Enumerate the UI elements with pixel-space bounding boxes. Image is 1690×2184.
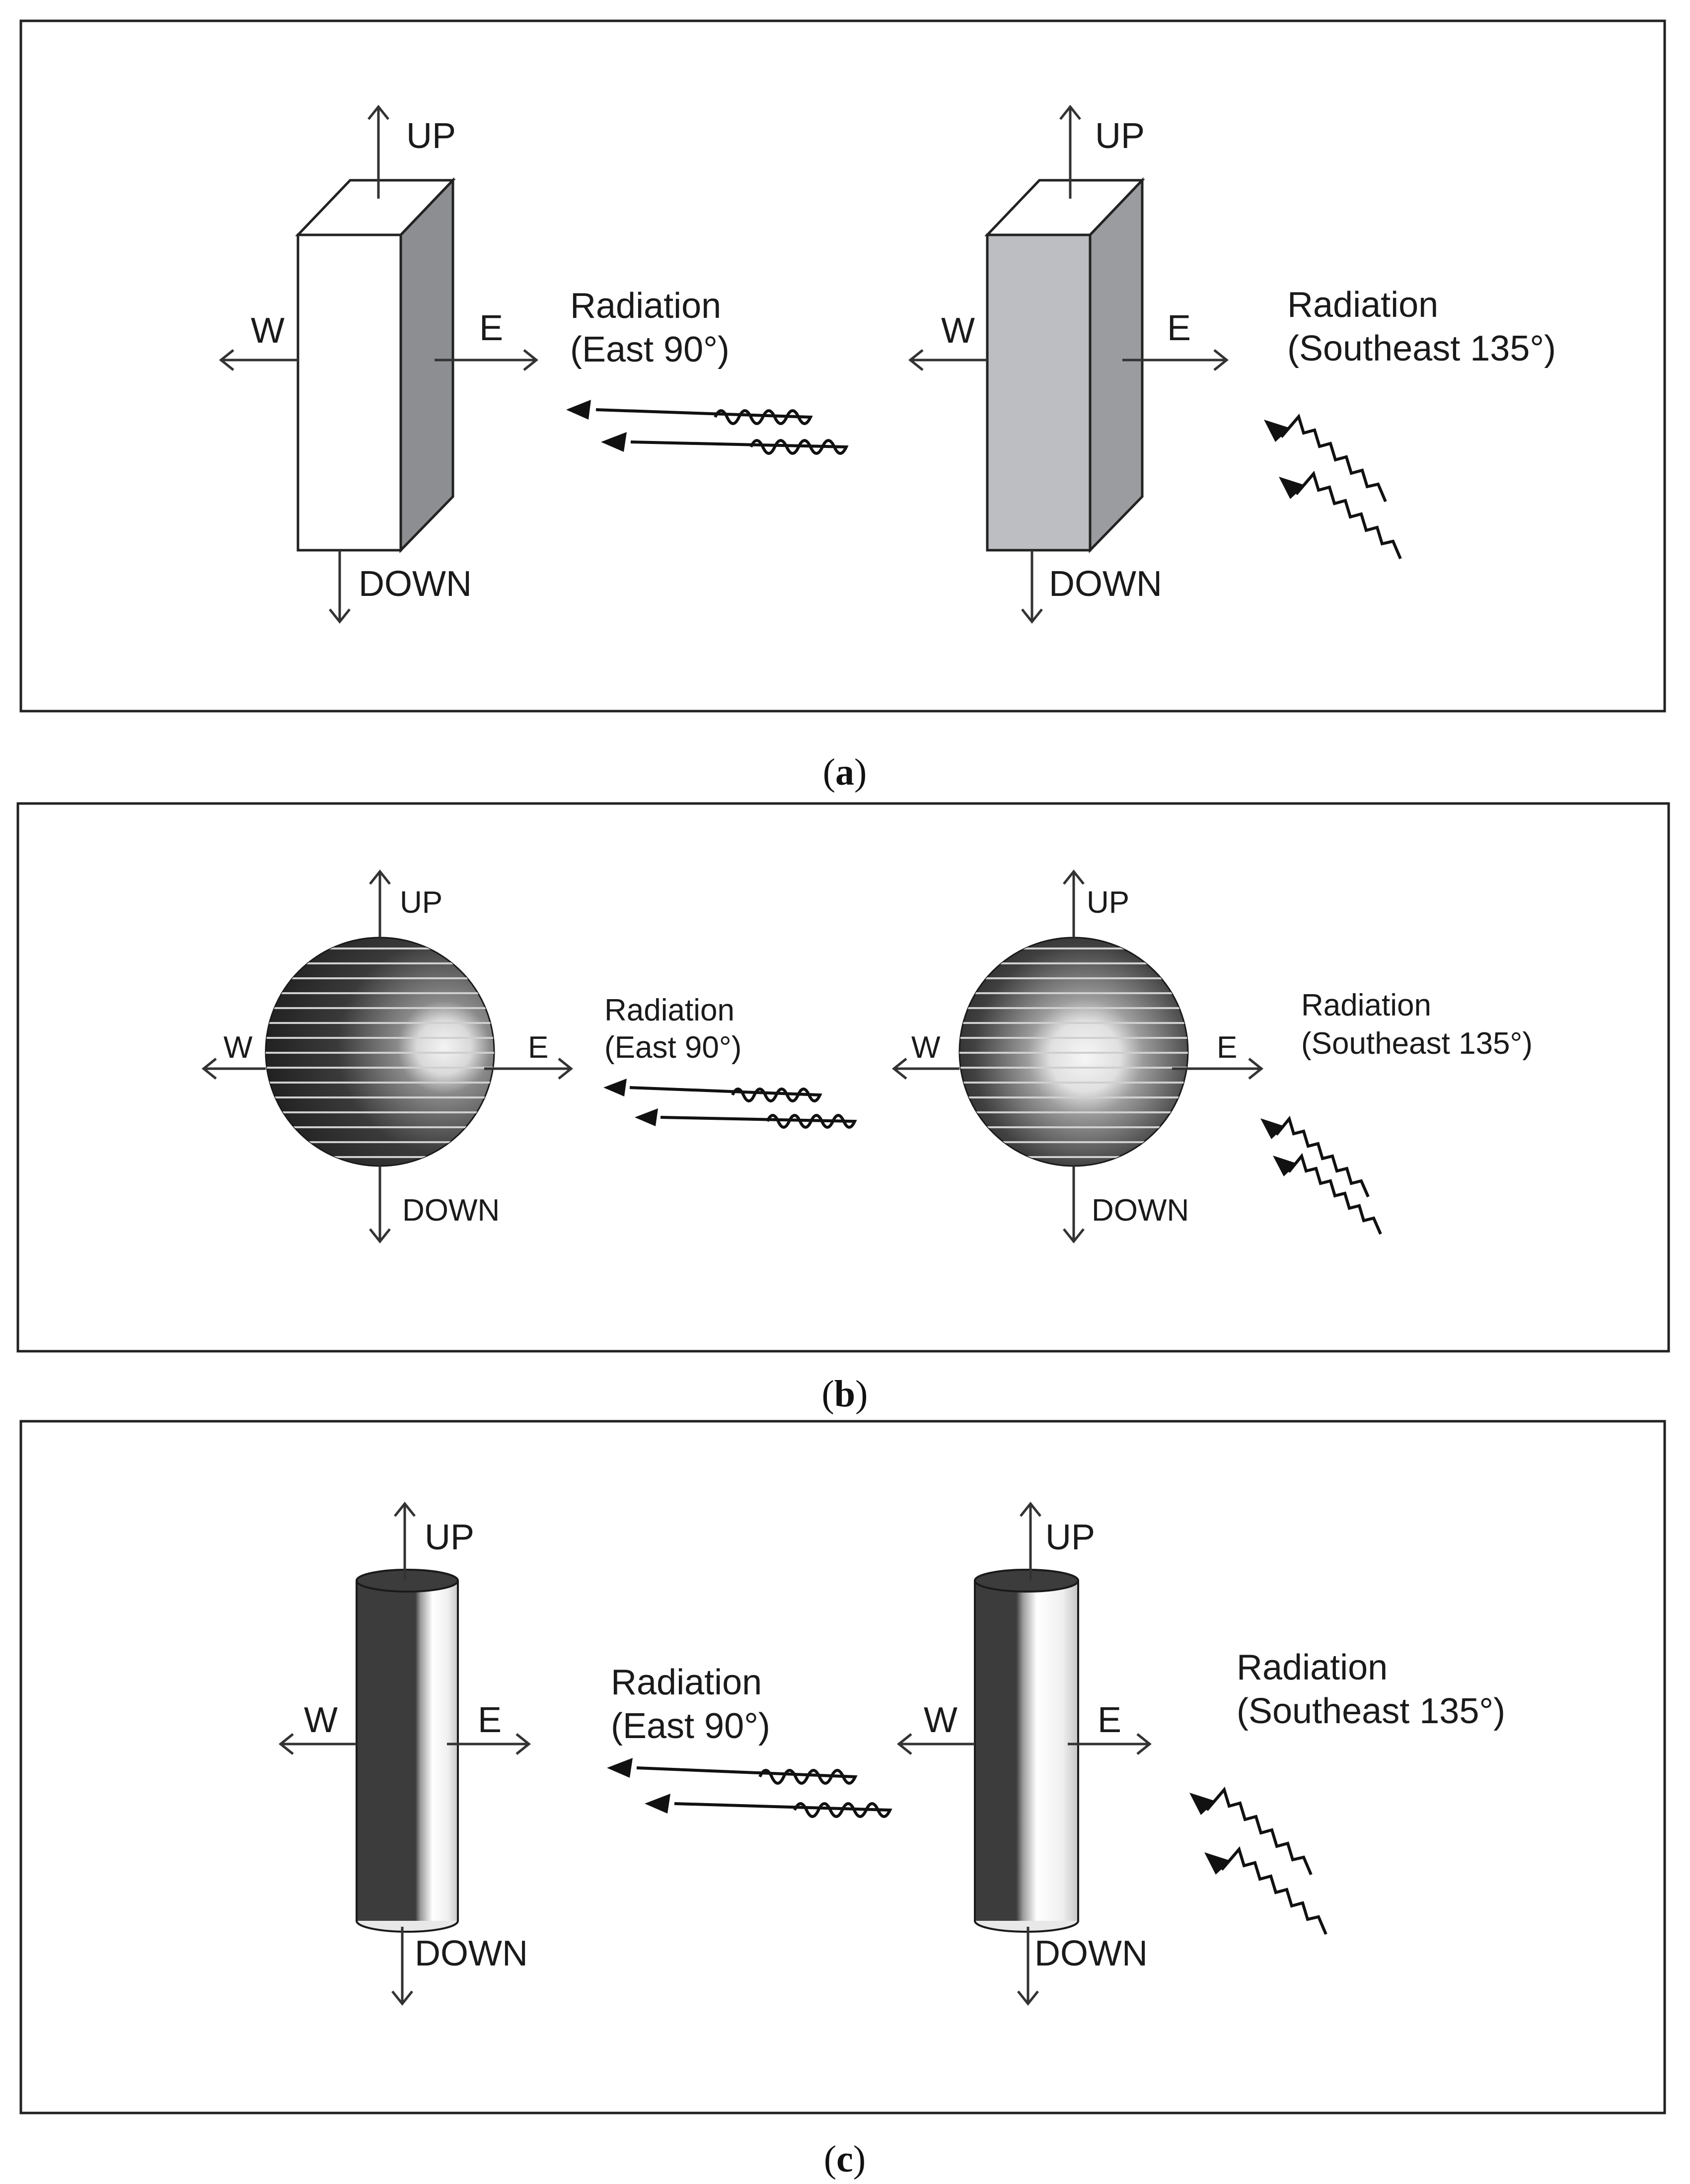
box-east-axes bbox=[219, 104, 539, 624]
label-up: UP bbox=[1045, 1518, 1095, 1557]
label-up: UP bbox=[400, 885, 442, 920]
wavy-radiation-arrow-icon bbox=[1189, 1786, 1327, 1935]
cylinder-southeast-object bbox=[974, 1569, 1079, 1933]
cylinder-southeast-axes bbox=[896, 1501, 1152, 2006]
caption-paren: ) bbox=[855, 1373, 868, 1415]
cylinder-top-face bbox=[356, 1569, 459, 1593]
label-west: W bbox=[924, 1700, 957, 1740]
label-down: DOWN bbox=[415, 1934, 528, 1973]
label-west: W bbox=[941, 311, 975, 351]
cylinder-top-face bbox=[974, 1569, 1079, 1593]
label-east: E bbox=[528, 1030, 548, 1065]
panel-b: UP DOWN W E Radiation (East 90°) bbox=[16, 802, 1670, 1353]
radiation-label: Radiation bbox=[1301, 988, 1431, 1022]
caption-letter: b bbox=[834, 1373, 855, 1415]
label-up: UP bbox=[1087, 885, 1129, 920]
panel-c-frame bbox=[19, 1420, 1666, 2114]
radiation-angle-label: (East 90°) bbox=[611, 1706, 770, 1746]
label-down: DOWN bbox=[1092, 1193, 1189, 1228]
label-east: E bbox=[1167, 308, 1191, 348]
panel-a-frame bbox=[19, 19, 1666, 713]
sphere-southeast-axes bbox=[891, 869, 1264, 1244]
label-up: UP bbox=[425, 1518, 474, 1557]
caption-paren: ( bbox=[824, 2138, 836, 2180]
sphere-east-object bbox=[265, 937, 495, 1167]
sphere-east-axes bbox=[201, 869, 574, 1244]
caption-letter: c bbox=[836, 2138, 853, 2180]
radiation-angle-label: (East 90°) bbox=[604, 1030, 741, 1065]
panel-b-frame bbox=[16, 802, 1670, 1353]
box-east-object bbox=[295, 177, 456, 554]
wavy-radiation-arrow-icon bbox=[566, 400, 849, 455]
label-west: W bbox=[911, 1030, 941, 1065]
radiation-label: Radiation bbox=[604, 993, 735, 1027]
caption-letter: a bbox=[835, 751, 854, 793]
box-front-face bbox=[296, 233, 402, 552]
label-up: UP bbox=[1095, 116, 1145, 156]
box-southeast-object bbox=[984, 177, 1145, 554]
box-southeast-axes bbox=[908, 104, 1229, 624]
panel-c-caption: (c) bbox=[824, 2138, 866, 2180]
label-east: E bbox=[479, 308, 503, 348]
radiation-angle-label: (East 90°) bbox=[570, 330, 730, 369]
panel-c: UP DOWN W E Radiation (East 90°) UP DOWN bbox=[19, 1420, 1666, 2114]
radiation-angle-label: (Southeast 135°) bbox=[1301, 1026, 1533, 1061]
radiation-label: Radiation bbox=[1237, 1648, 1388, 1687]
box-side-face bbox=[1089, 177, 1144, 554]
label-down: DOWN bbox=[402, 1193, 500, 1228]
caption-paren: ( bbox=[823, 751, 835, 793]
radiation-label: Radiation bbox=[611, 1663, 762, 1702]
wavy-radiation-arrow-icon bbox=[1260, 1115, 1382, 1235]
radiation-angle-label: (Southeast 135°) bbox=[1287, 329, 1556, 368]
panel-a: UP DOWN W E Radiation (East 90°) UP DOWN… bbox=[19, 19, 1666, 713]
sphere-southeast-object bbox=[958, 937, 1189, 1167]
radiation-label: Radiation bbox=[570, 286, 721, 326]
label-up: UP bbox=[406, 116, 456, 156]
label-east: E bbox=[1217, 1030, 1237, 1065]
caption-paren: ) bbox=[854, 751, 867, 793]
wavy-radiation-arrow-icon bbox=[607, 1758, 892, 1818]
caption-paren: ( bbox=[822, 1373, 834, 1415]
label-east: E bbox=[1098, 1700, 1121, 1740]
label-east: E bbox=[478, 1700, 502, 1740]
panel-a-caption: (a) bbox=[823, 751, 867, 793]
label-west: W bbox=[304, 1700, 338, 1740]
radiation-label: Radiation bbox=[1287, 285, 1438, 325]
label-west: W bbox=[223, 1030, 253, 1065]
label-west: W bbox=[251, 311, 285, 351]
label-down: DOWN bbox=[1049, 564, 1162, 604]
box-side-face bbox=[399, 177, 454, 554]
radiation-angle-label: (Southeast 135°) bbox=[1237, 1691, 1505, 1731]
cylinder-east-object bbox=[356, 1569, 459, 1933]
label-down: DOWN bbox=[359, 564, 472, 604]
wavy-radiation-arrow-icon bbox=[603, 1079, 857, 1129]
wavy-radiation-arrow-icon bbox=[1264, 413, 1402, 560]
panel-b-caption: (b) bbox=[822, 1373, 868, 1415]
caption-paren: ) bbox=[853, 2138, 866, 2180]
cylinder-east-axes bbox=[278, 1501, 531, 2006]
label-down: DOWN bbox=[1034, 1934, 1148, 1973]
box-front-face bbox=[986, 233, 1092, 552]
